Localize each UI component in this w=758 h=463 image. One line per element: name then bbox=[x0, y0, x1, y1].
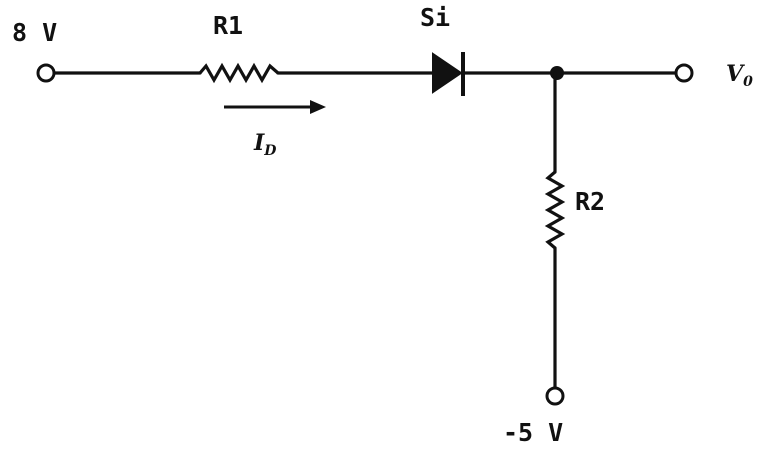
resistor-r2 bbox=[544, 170, 566, 250]
current-label-main: I bbox=[253, 130, 265, 156]
terminal-supply bbox=[545, 386, 565, 406]
resistor-r1 bbox=[198, 62, 280, 84]
output-voltage-label: V0 bbox=[726, 61, 753, 90]
diode-triangle bbox=[432, 52, 463, 94]
diode-si bbox=[432, 52, 465, 96]
current-arrow bbox=[224, 100, 326, 114]
diode-label: Si bbox=[420, 3, 450, 32]
terminal-input bbox=[36, 63, 56, 83]
resistor-r1-label: R1 bbox=[213, 11, 243, 40]
input-voltage-label: 8 V bbox=[12, 18, 57, 47]
supply-voltage-label: -5 V bbox=[503, 418, 563, 447]
junction-node bbox=[550, 66, 564, 80]
current-label-subscript: D bbox=[263, 143, 277, 159]
output-voltage-main: V bbox=[726, 61, 745, 87]
resistor-r2-label: R2 bbox=[575, 187, 605, 216]
current-label: ID bbox=[253, 130, 277, 159]
output-voltage-subscript: 0 bbox=[743, 74, 753, 90]
terminal-output bbox=[674, 63, 694, 83]
current-arrow-head bbox=[310, 100, 326, 114]
